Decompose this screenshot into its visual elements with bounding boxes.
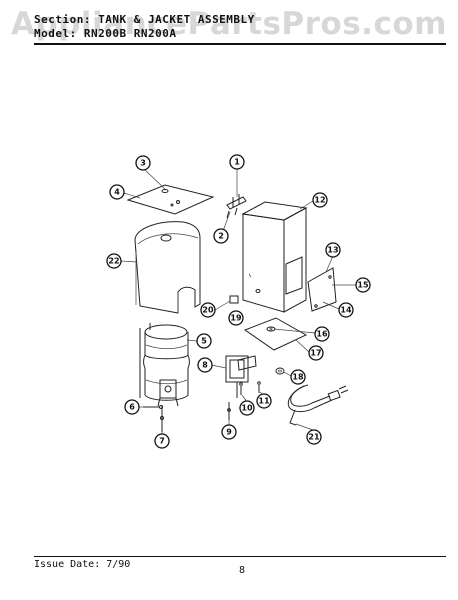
svg-text:13: 13 [327, 246, 338, 255]
callout-13: 13 [325, 242, 341, 258]
callout-21: 21 [306, 429, 322, 445]
callout-7: 7 [154, 433, 170, 449]
svg-text:21: 21 [308, 433, 320, 442]
svg-text:19: 19 [230, 314, 242, 323]
section-title: Section: TANK & JACKET ASSEMBLY [34, 13, 255, 26]
callout-17: 17 [308, 345, 324, 361]
callout-18: 18 [290, 369, 306, 385]
svg-text:22: 22 [108, 257, 119, 266]
thermostat-part [225, 355, 257, 398]
callout-3: 3 [135, 155, 151, 171]
svg-text:14: 14 [340, 306, 352, 315]
svg-text:3: 3 [140, 159, 146, 168]
callout-8: 8 [197, 357, 213, 373]
model-line: Model: RN200B RN200A [34, 27, 177, 40]
callout-16: 16 [314, 326, 330, 342]
access-panel-part [307, 267, 337, 312]
jacket-box-part [241, 201, 308, 313]
callout-4: 4 [109, 184, 125, 200]
svg-text:20: 20 [202, 306, 214, 315]
callout-20: 20 [200, 302, 216, 318]
callout-9: 9 [221, 424, 237, 440]
svg-text:17: 17 [310, 349, 321, 358]
callout-19: 19 [228, 310, 244, 326]
svg-text:12: 12 [314, 196, 325, 205]
fitting-parts [143, 405, 164, 432]
svg-text:8: 8 [202, 361, 208, 370]
header-rule [34, 43, 446, 45]
callout-2: 2 [213, 228, 229, 244]
callout-22: 22 [106, 253, 122, 269]
callout-14: 14 [338, 302, 354, 318]
jacket-cover-part [134, 221, 201, 314]
footer-rule [34, 556, 446, 557]
power-cord-part [287, 384, 349, 426]
callout-15: 15 [355, 277, 371, 293]
svg-text:1: 1 [234, 158, 240, 167]
bottom-plate-part [243, 317, 308, 351]
top-plate-part [126, 184, 215, 215]
svg-text:10: 10 [241, 404, 253, 413]
callout-10: 10 [239, 400, 255, 416]
svg-text:6: 6 [129, 403, 135, 412]
svg-text:15: 15 [357, 281, 369, 290]
tank-part [139, 323, 190, 407]
svg-text:9: 9 [226, 428, 232, 437]
svg-text:18: 18 [292, 373, 304, 382]
small-hardware-parts [227, 381, 261, 420]
svg-text:5: 5 [201, 337, 207, 346]
callout-12: 12 [312, 192, 328, 208]
svg-text:11: 11 [258, 397, 270, 406]
callout-5: 5 [196, 333, 212, 349]
svg-text:2: 2 [218, 232, 224, 241]
svg-text:7: 7 [159, 437, 165, 446]
page-number: 8 [239, 565, 246, 576]
bracket-part [226, 194, 247, 219]
svg-text:4: 4 [114, 188, 120, 197]
callout-11: 11 [256, 393, 272, 409]
callout-6: 6 [124, 399, 140, 415]
svg-text:16: 16 [316, 330, 328, 339]
callout-1: 1 [229, 154, 245, 170]
issue-date: Issue Date: 7/90 [34, 559, 131, 570]
grommet-part [275, 367, 285, 375]
